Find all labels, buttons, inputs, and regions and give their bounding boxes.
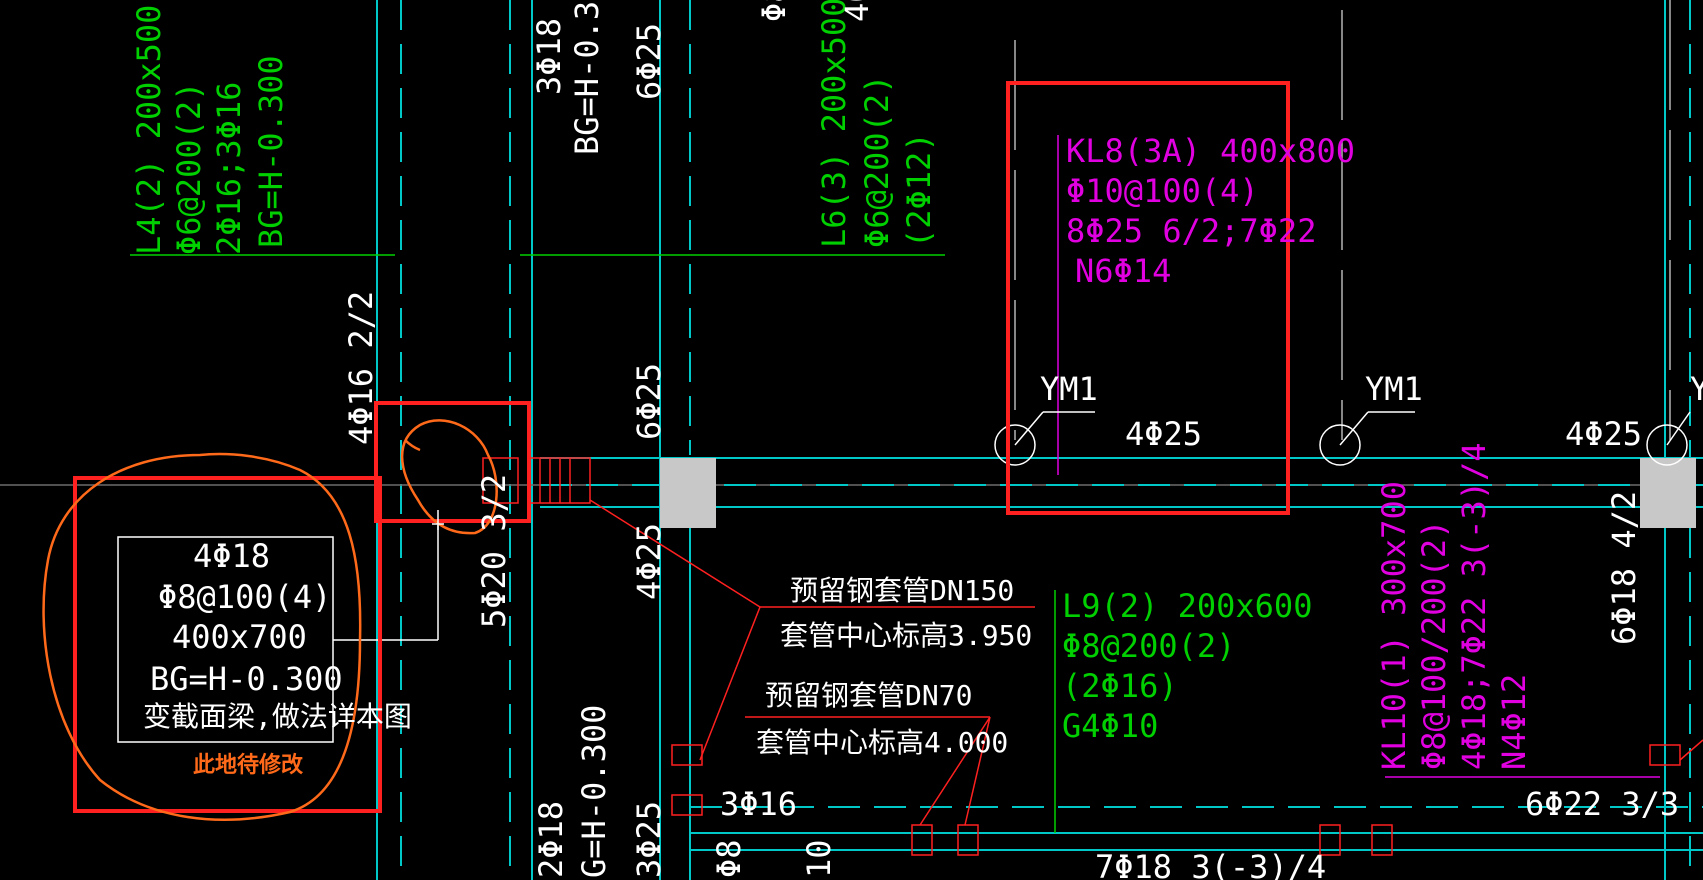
l9-bars: (2Φ16) — [1062, 667, 1178, 705]
l6-stirrup: Φ6@200(2) — [858, 75, 896, 248]
top-partial-40: 40 — [838, 0, 876, 22]
kl8-bars: 8Φ25 6/2;7Φ22 — [1066, 212, 1316, 250]
box-section: 400x700 — [172, 618, 307, 656]
sleeve-dn150-elevation: 套管中心标高3.950 — [780, 619, 1032, 652]
vertical-5phi20: 5Φ20 3/2 — [475, 474, 513, 628]
sleeve-leaders — [482, 457, 1703, 856]
sleeve-dn70-elevation: 套管中心标高4.000 — [756, 726, 1008, 759]
box-elevation: BG=H-0.300 — [150, 660, 343, 698]
box-stirrup: Φ8@100(4) — [158, 578, 331, 616]
kl10-torsion: N4Φ12 — [1495, 674, 1533, 770]
magenta-leaders — [1057, 135, 1660, 778]
top-partial-phi8: Φ8 — [755, 0, 793, 22]
kl8-beam-name: KL8(3A) 400x800 — [1066, 132, 1355, 170]
ym1-label-c: Y — [1690, 370, 1703, 408]
l9-stirrup: Φ8@200(2) — [1062, 627, 1235, 665]
kl8-stirrup: Φ10@100(4) — [1066, 172, 1259, 210]
sleeve-dn150-title: 预留钢套管DN150 — [790, 574, 1014, 607]
bottom-10: 10 — [800, 839, 838, 878]
cursor-crosshair-icon — [432, 510, 444, 530]
top-center-rebar: 3Φ18 — [530, 18, 568, 95]
bottom-2phi18: 2Φ18 — [532, 801, 570, 878]
l4-bars: 2Φ16;3Φ16 — [210, 82, 248, 255]
vertical-4phi25: 4Φ25 — [630, 523, 668, 600]
l6-bars: (2Φ12) — [900, 132, 938, 248]
pending-revision-note: 此地待修改 — [193, 752, 304, 778]
bottom-elevation: G=H-0.300 — [575, 705, 613, 878]
l4-beam-name: L4(2) 200x500 — [130, 5, 168, 255]
box-note: 变截面梁,做法详本图 — [143, 700, 412, 733]
bar-4phi25-a: 4Φ25 — [1125, 415, 1202, 453]
sleeve-dn70-title: 预留钢套管DN70 — [765, 679, 972, 712]
kl10-beam-name: KL10(1) 300x700 — [1375, 481, 1413, 770]
bottom-phi8: Φ8 — [710, 839, 748, 878]
kl10-bars: 4Φ18;7Φ22 3(-3)/4 — [1455, 442, 1493, 770]
axis-lines — [1014, 0, 1671, 440]
green-leaders — [130, 254, 1056, 833]
top-center-elevation: BG=H-0.300 — [568, 0, 606, 155]
l4-elevation: BG=H-0.300 — [252, 55, 290, 248]
right-6phi18: 6Φ18 4/2 — [1605, 491, 1643, 645]
ym1-label-b: YM1 — [1365, 370, 1423, 408]
vertical-4phi16: 4Φ16 2/2 — [342, 291, 380, 445]
orange-markup — [42, 419, 498, 821]
column-2[interactable] — [1640, 458, 1696, 528]
l9-beam-name: L9(2) 200x600 — [1062, 587, 1312, 625]
ym1-label-a: YM1 — [1040, 370, 1098, 408]
l4-stirrup: Φ6@200(2) — [170, 82, 208, 255]
l9-side-bars: G4Φ10 — [1062, 707, 1158, 745]
mid-6phi25: 6Φ25 — [630, 363, 668, 440]
bar-3phi16: 3Φ16 — [720, 785, 797, 823]
kl10-stirrup: Φ8@100/200(2) — [1415, 520, 1453, 770]
l6-beam-name: L6(3) 200x500 — [815, 0, 853, 248]
red-review-boxes — [73, 81, 1290, 813]
bar-7phi18: 7Φ18 3(-3)/4 — [1095, 848, 1326, 880]
bottom-3phi25: 3Φ25 — [630, 801, 668, 878]
kl8-torsion: N6Φ14 — [1075, 252, 1171, 290]
bar-6phi22: 6Φ22 3/3 — [1525, 785, 1679, 823]
top-6phi25: 6Φ25 — [630, 23, 668, 100]
box-top-bars: 4Φ18 — [193, 537, 270, 575]
bar-4phi25-b: 4Φ25 — [1565, 415, 1642, 453]
white-outlines — [117, 411, 1691, 743]
column-1[interactable] — [660, 458, 716, 528]
